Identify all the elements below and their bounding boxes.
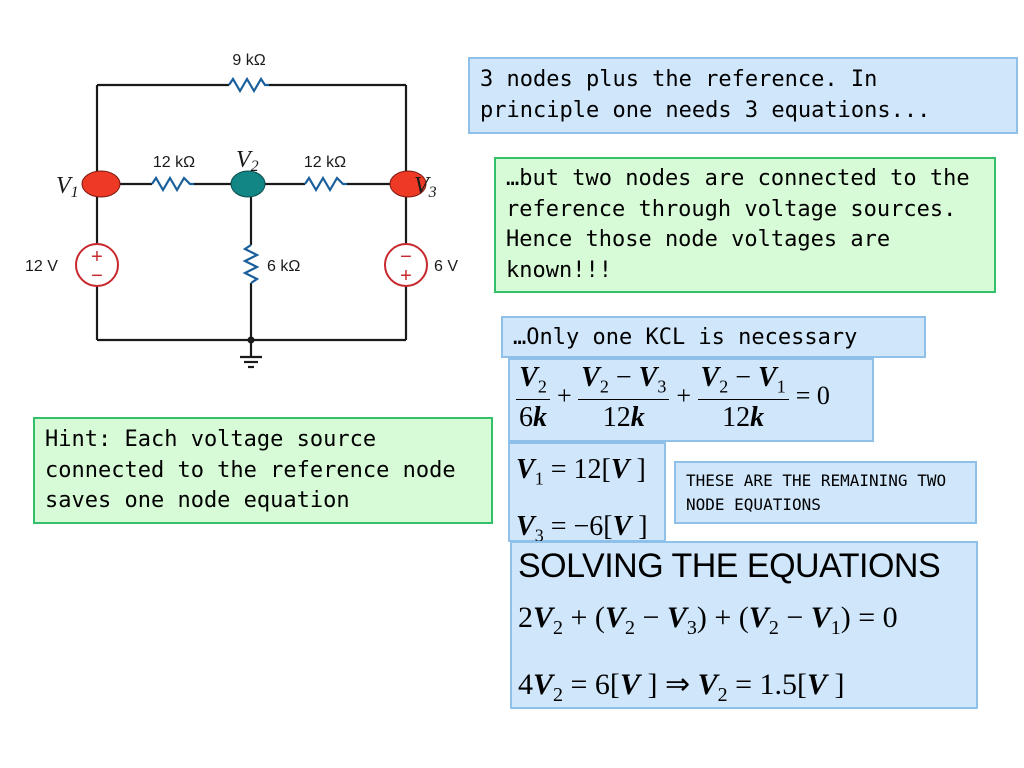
note-kcl-text: …Only one KCL is necessary <box>513 325 858 350</box>
voltage-source-12v: + − <box>75 243 119 287</box>
label-6v: 6 V <box>434 258 458 275</box>
known-voltages: V1 = 12[V ] V3 = −6[V ] <box>508 442 666 545</box>
junction-dot <box>247 336 255 344</box>
label-12k-right: 12 kΩ <box>304 154 346 171</box>
label-12v: 12 V <box>25 258 58 275</box>
svg-text:+: + <box>91 246 103 268</box>
svg-text:−: − <box>91 265 103 287</box>
circuit-wires <box>95 83 408 369</box>
label-v2: V2 <box>236 147 259 175</box>
note-sources: …but two nodes are connected to the refe… <box>494 157 996 293</box>
note-kcl: …Only one KCL is necessary <box>501 316 926 358</box>
solving-box: SOLVING THE EQUATIONS 2V2 + (V2 − V3) + … <box>510 541 978 709</box>
note-remaining: THESE ARE THE REMAINING TWO NODE EQUATIO… <box>674 461 977 524</box>
svg-text:−: − <box>400 246 412 268</box>
note-sources-text: …but two nodes are connected to the refe… <box>506 166 970 283</box>
resistor-6k <box>242 244 260 284</box>
note-nodes: 3 nodes plus the reference. In principle… <box>468 57 1018 134</box>
label-6k: 6 kΩ <box>267 258 300 275</box>
circuit-diagram: + − − + 9 kΩ 12 kΩ 12 kΩ 6 kΩ 12 V 6 V V… <box>25 52 458 369</box>
kcl-equation: V2 6k + V2 − V3 12k + V2 − V1 12k = 0 <box>508 358 874 442</box>
voltage-source-6v: − + <box>384 243 428 287</box>
label-v3: V3 <box>414 173 437 201</box>
label-v1: V1 <box>56 173 79 201</box>
resistor-9k <box>228 76 269 94</box>
eq-v3: V3 = −6[V ] <box>516 510 648 546</box>
label-9k: 9 kΩ <box>232 52 265 69</box>
frac-v2-v3: V2 − V3 12k <box>578 362 670 434</box>
frac-v2-6k: V2 6k <box>516 362 550 434</box>
note-hint-text: Hint: Each voltage source connected to t… <box>45 427 456 513</box>
node-v2 <box>230 170 266 198</box>
label-12k-left: 12 kΩ <box>153 154 195 171</box>
eq-solve-1: 2V2 + (V2 − V3) + (V2 − V1) = 0 <box>518 601 898 639</box>
frac-v2-v1: V2 − V1 12k <box>697 362 789 434</box>
note-hint: Hint: Each voltage source connected to t… <box>33 417 493 524</box>
svg-text:+: + <box>400 265 412 287</box>
note-remaining-text: THESE ARE THE REMAINING TWO NODE EQUATIO… <box>686 471 947 514</box>
resistor-12k-right <box>304 175 347 193</box>
eq-solve-2: 4V2 = 6[V ] ⇒ V2 = 1.5[V ] <box>518 668 845 706</box>
node-v3 <box>389 170 427 198</box>
resistor-12k-left <box>151 175 194 193</box>
eq-v1: V1 = 12[V ] <box>516 454 646 489</box>
solving-title: SOLVING THE EQUATIONS <box>518 547 941 585</box>
node-v1 <box>81 170 121 198</box>
note-nodes-text: 3 nodes plus the reference. In principle… <box>480 67 931 123</box>
